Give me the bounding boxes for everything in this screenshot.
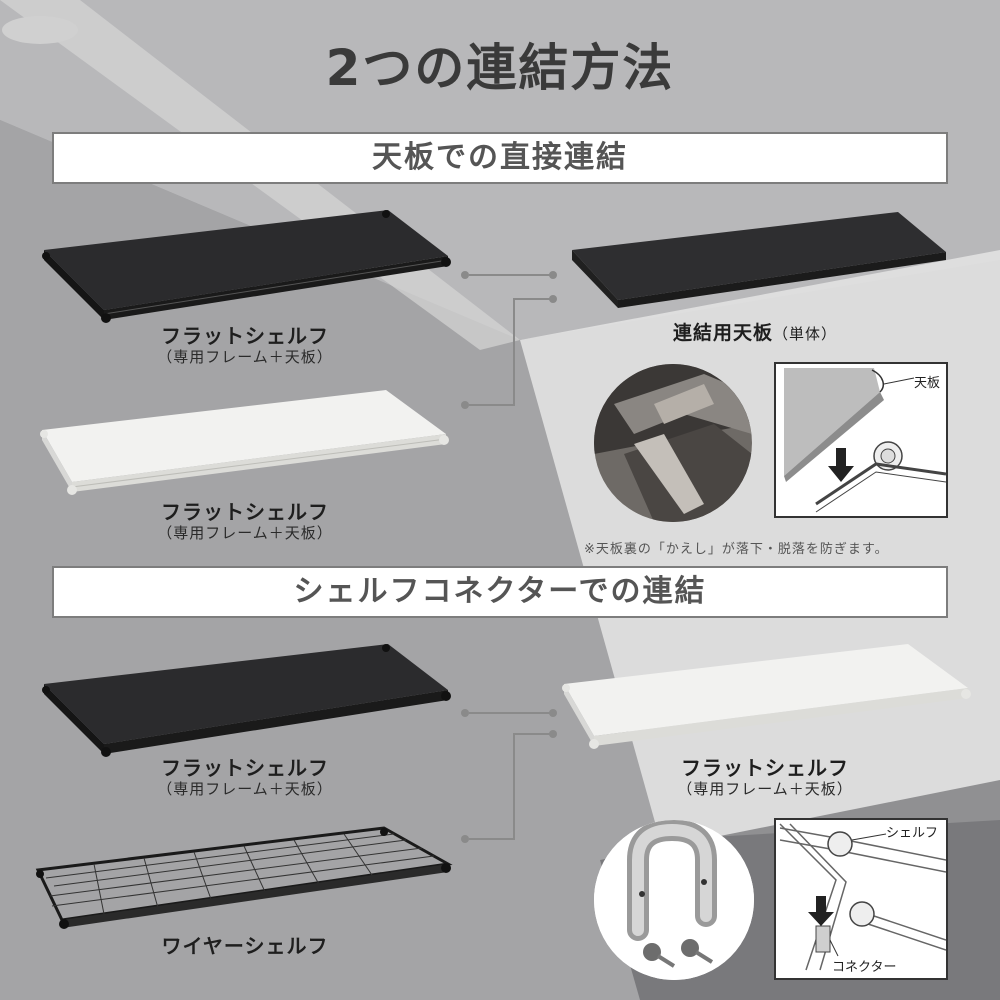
callout-top-board: 天板 — [914, 376, 941, 391]
label-flat-shelf-4: フラットシェルフ — [681, 756, 849, 780]
connector-dot — [549, 295, 557, 303]
connector-line — [469, 712, 551, 714]
label-connection-board-text: 連結用天板 — [672, 322, 773, 344]
connector-dot — [549, 709, 557, 717]
connector-line — [513, 733, 551, 735]
sublabel-connection-board: （単体） — [773, 325, 838, 343]
label-wire-shelf: ワイヤーシェルフ — [161, 934, 329, 958]
section-heading-direct: 天板での直接連結 — [52, 132, 948, 184]
connector-dot — [461, 271, 469, 279]
sublabel-flat-shelf-2: （専用フレーム＋天板） — [157, 524, 333, 542]
connector-dot — [461, 835, 469, 843]
connector-line — [469, 838, 515, 840]
sublabel-flat-shelf-1: （専用フレーム＋天板） — [157, 348, 333, 366]
connector-line — [513, 733, 515, 840]
board-diagram-inset: 天板 — [774, 362, 948, 518]
sublabel-flat-shelf-4: （専用フレーム＋天板） — [677, 780, 853, 798]
label-flat-shelf-1: フラットシェルフ — [161, 324, 329, 348]
connector-dot — [549, 271, 557, 279]
flat-shelf-white-image — [40, 390, 449, 495]
shelf-connector-photo — [594, 820, 754, 980]
callout-connector: コネクター — [832, 960, 897, 975]
label-connection-board: 連結用天板（単体） — [660, 318, 850, 345]
board-hook-closeup-photo — [594, 364, 752, 522]
connector-dot — [461, 709, 469, 717]
label-flat-shelf-2: フラットシェルフ — [161, 500, 329, 524]
callout-shelf: シェルフ — [886, 826, 939, 841]
connector-line — [469, 404, 515, 406]
connector-line — [469, 274, 551, 276]
connection-top-board-image — [572, 212, 946, 308]
sublabel-flat-shelf-3: （専用フレーム＋天板） — [157, 780, 333, 798]
flat-shelf-black-image — [42, 644, 451, 757]
connector-line — [513, 298, 551, 300]
section-heading-connector: シェルフコネクターでの連結 — [52, 566, 948, 618]
label-flat-shelf-3: フラットシェルフ — [161, 756, 329, 780]
connector-dot — [549, 730, 557, 738]
flat-shelf-white-image — [562, 644, 971, 749]
connector-line — [513, 298, 515, 406]
flat-shelf-black-image — [42, 210, 451, 323]
connector-diagram-inset: シェルフ コネクター — [774, 818, 948, 980]
note-board-hook: ※天板裏の「かえし」が落下・脱落を防ぎます。 — [584, 542, 889, 557]
page-title: 2つの連結方法 — [325, 39, 675, 97]
wire-shelf-image — [35, 826, 453, 929]
connector-dot — [461, 401, 469, 409]
